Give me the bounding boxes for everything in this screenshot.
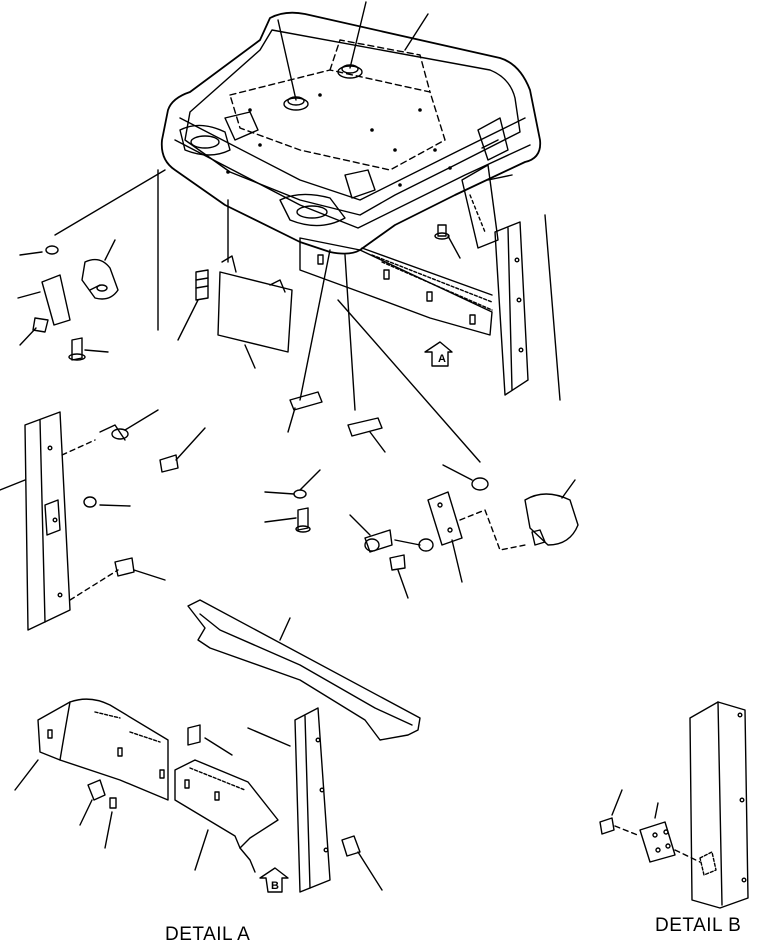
cab-roof: [162, 13, 540, 254]
detail-b-drawing: [600, 702, 748, 908]
left-pillar-cover: [0, 410, 205, 630]
leader-lines: [55, 2, 480, 462]
detail-a-label: DETAIL A: [165, 924, 251, 945]
right-mirror-assembly: [350, 465, 578, 598]
detail-a-drawing: B: [15, 699, 382, 892]
right-pillar-cover: [495, 215, 560, 400]
detail-b-label: DETAIL B: [655, 915, 742, 936]
view-letter-b: B: [271, 880, 279, 892]
front-cover: [300, 238, 492, 335]
center-brackets: [265, 392, 385, 532]
left-mirror-assembly: [18, 240, 118, 360]
roof-bolt: [435, 225, 460, 258]
rear-panel: [178, 256, 292, 368]
view-letter-a: A: [438, 353, 446, 365]
corner-bracket: [462, 165, 512, 248]
long-rail: [188, 600, 420, 740]
view-arrow-a: A: [425, 342, 452, 366]
